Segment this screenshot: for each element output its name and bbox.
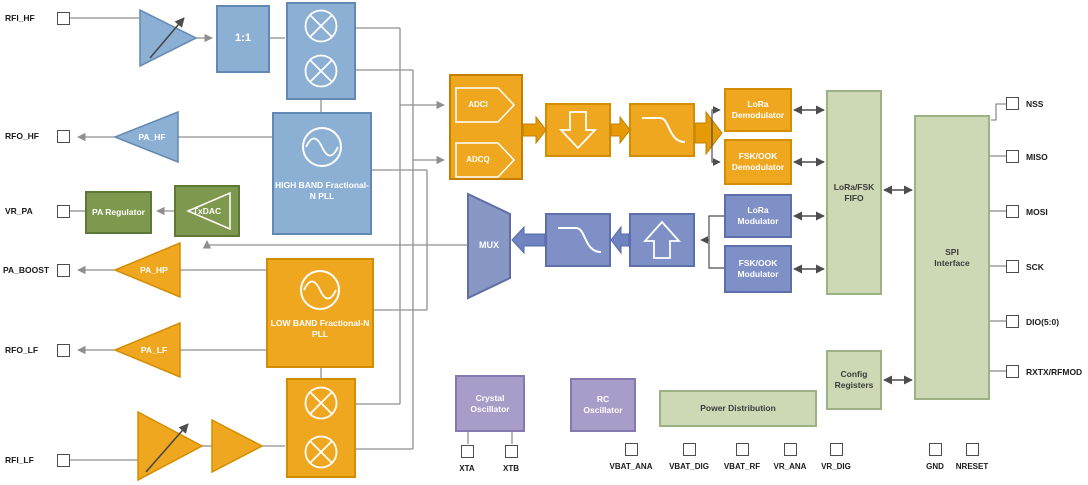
- pa-hf-label: PA_HF: [138, 132, 166, 142]
- pin-label-pa-boost: PA_BOOST: [3, 265, 50, 275]
- adcq-label: ADCQ: [466, 155, 490, 164]
- fifo-box: LoRa/FSK FIFO: [826, 90, 882, 295]
- lora-demodulator-box: LoRa Demodulator: [724, 88, 792, 132]
- pin-vbat-ana: [625, 443, 638, 456]
- lf-mixer-box: [286, 378, 356, 478]
- txdac-label: TxDAC: [192, 206, 222, 216]
- hf-lna-icon: [139, 8, 198, 68]
- pin-label-vr-pa: VR_PA: [5, 206, 33, 216]
- fsk-demodulator-box: FSK/OOK Demodulator: [724, 139, 792, 185]
- pin-label-sck: SCK: [1026, 262, 1044, 272]
- pin-label-xta: XTA: [459, 464, 475, 473]
- interpolator-box: [629, 213, 695, 267]
- power-distribution-box: Power Distribution: [659, 390, 817, 427]
- pin-rfo-lf: [57, 344, 70, 357]
- pin-vr-dig: [830, 443, 843, 456]
- pin-rxtx-rfmod: [1006, 365, 1019, 378]
- pin-label-miso: MISO: [1026, 152, 1048, 162]
- pin-label-vbat-rf: VBAT_RF: [723, 462, 761, 471]
- pin-label-nreset: NRESET: [955, 462, 989, 471]
- crystal-oscillator-box: Crystal Oscillator: [455, 375, 525, 432]
- pin-xtb: [505, 445, 518, 458]
- pin-label-rfo-lf: RFO_LF: [5, 345, 39, 355]
- pin-pa-boost: [57, 264, 70, 277]
- pin-nss: [1006, 97, 1019, 110]
- hb-pll-label: HIGH BAND Fractional-N PLL: [275, 180, 369, 201]
- rx-filter-box: [629, 103, 695, 157]
- pa-lf-label: PA_LF: [140, 345, 168, 355]
- pin-label-mosi: MOSI: [1026, 207, 1048, 217]
- pin-vr-pa: [57, 205, 70, 218]
- fsk-modulator-box: FSK/OOK Modulator: [724, 245, 792, 293]
- balun-box: 1:1: [216, 5, 270, 73]
- pin-nreset: [966, 443, 979, 456]
- decimator-box: [545, 103, 611, 157]
- pin-vbat-rf: [736, 443, 749, 456]
- pa-hp-label: PA_HP: [140, 265, 168, 275]
- hb-pll-box: [272, 112, 372, 235]
- pin-label-nss: NSS: [1026, 99, 1044, 109]
- tx-filter-box: [545, 213, 611, 267]
- lora-modulator-box: LoRa Modulator: [724, 194, 792, 238]
- pin-rfi-hf: [57, 12, 70, 25]
- lf-amp2-icon: [211, 418, 264, 474]
- pin-label-vbat-ana: VBAT_ANA: [609, 462, 653, 471]
- pin-rfi-lf: [57, 454, 70, 467]
- hf-mixer-box: [286, 2, 356, 100]
- lb-pll-box: [266, 258, 374, 368]
- pin-label-dio: DIO(5:0): [1026, 317, 1060, 327]
- demod-branch-wires: [700, 106, 724, 269]
- pin-gnd: [929, 443, 942, 456]
- pin-label-vbat-dig: VBAT_DIG: [669, 462, 709, 471]
- lb-pll-label: LOW BAND Fractional-N PLL: [270, 318, 370, 339]
- pin-label-rxtx-rfmod: RXTX/RFMOD: [1026, 367, 1083, 377]
- pin-dio: [1006, 315, 1019, 328]
- mux-label: MUX: [479, 240, 499, 250]
- pin-label-xtb: XTB: [503, 464, 519, 473]
- pin-label-gnd: GND: [926, 462, 944, 471]
- pa-regulator-box: PA Regulator: [85, 191, 152, 234]
- pin-xta: [461, 445, 474, 458]
- pin-label-rfi-hf: RFI_HF: [5, 13, 35, 23]
- spi-interface-box: SPI Interface: [914, 115, 990, 400]
- pin-rfo-hf: [57, 130, 70, 143]
- lf-lna-icon: [137, 410, 204, 482]
- adci-label: ADCI: [468, 100, 488, 109]
- pin-miso: [1006, 150, 1019, 163]
- pin-label-vr-dig: VR_DIG: [821, 462, 851, 471]
- pin-label-rfi-lf: RFI_LF: [5, 455, 34, 465]
- config-registers-box: Config Registers: [826, 350, 882, 410]
- pin-label-vr-ana: VR_ANA: [773, 462, 807, 471]
- pin-vr-ana: [784, 443, 797, 456]
- pin-mosi: [1006, 205, 1019, 218]
- pin-vbat-dig: [683, 443, 696, 456]
- pin-sck: [1006, 260, 1019, 273]
- pin-label-rfo-hf: RFO_HF: [5, 131, 39, 141]
- rc-oscillator-box: RC Oscillator: [570, 378, 636, 432]
